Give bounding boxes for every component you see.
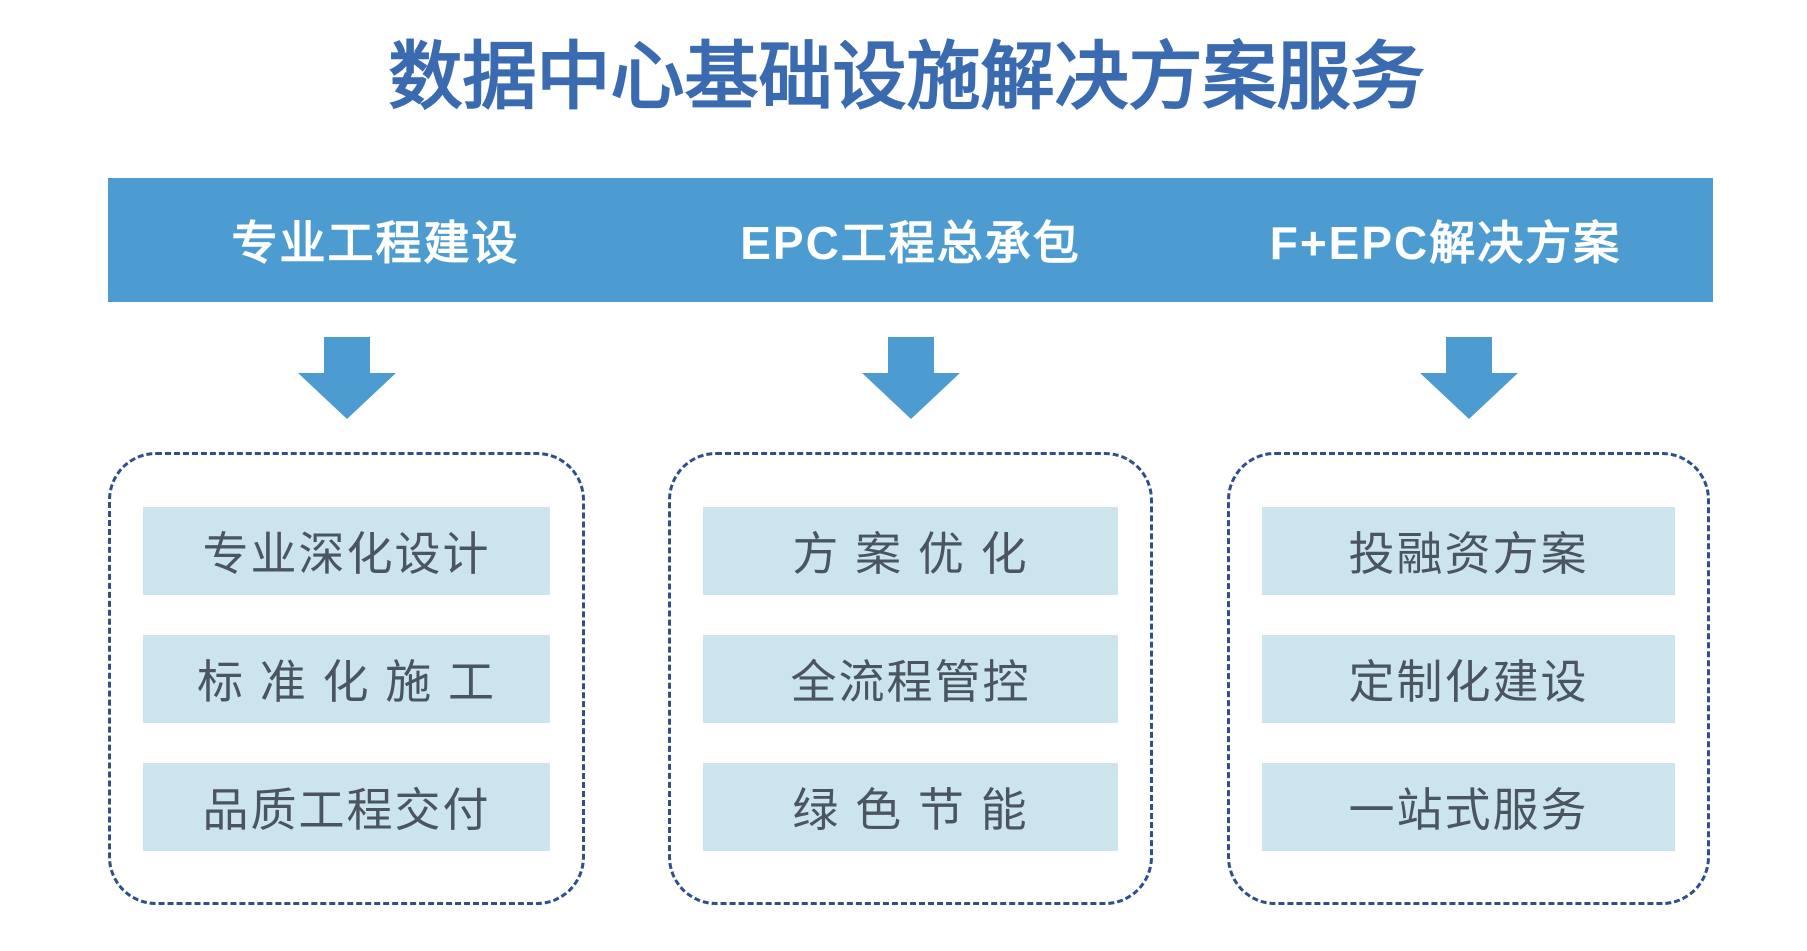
service-item: 全流程管控 [703, 635, 1118, 723]
service-group-f-epc-solution: 投融资方案 定制化建设 一站式服务 [1227, 452, 1710, 905]
service-item: 一站式服务 [1262, 763, 1675, 851]
service-group-epc-contracting: 方 案 优 化 全流程管控 绿 色 节 能 [668, 452, 1153, 905]
service-item: 定制化建设 [1262, 635, 1675, 723]
page-title: 数据中心基础设施解决方案服务 [388, 35, 1425, 118]
header-label-f-epc-solution: F+EPC解决方案 [1269, 217, 1622, 269]
service-item: 方 案 优 化 [703, 507, 1118, 595]
down-arrow-icon [298, 337, 396, 419]
service-group-professional-construction: 专业深化设计 标 准 化 施 工 品质工程交付 [108, 452, 585, 905]
header-bar: 专业工程建设 EPC工程总承包 F+EPC解决方案 [108, 178, 1713, 302]
service-item: 标 准 化 施 工 [143, 635, 550, 723]
service-item: 绿 色 节 能 [703, 763, 1118, 851]
header-label-professional-construction: 专业工程建设 [231, 217, 520, 269]
service-item: 品质工程交付 [143, 763, 550, 851]
service-item: 投融资方案 [1262, 507, 1675, 595]
down-arrow-icon [1420, 337, 1518, 419]
header-label-epc-contracting: EPC工程总承包 [740, 217, 1081, 269]
service-item: 专业深化设计 [143, 507, 550, 595]
down-arrow-icon [862, 337, 960, 419]
